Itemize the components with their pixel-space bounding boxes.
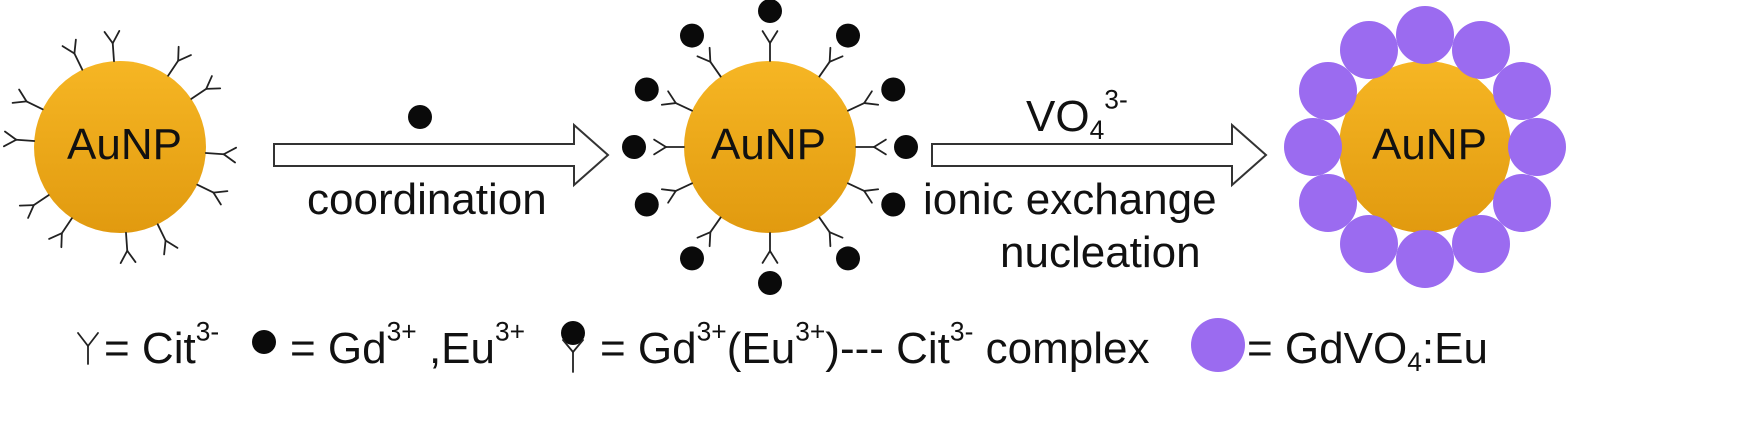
legend-complex-mid: (Eu <box>727 324 795 373</box>
core-label-1: AuNP <box>67 123 182 167</box>
gdvo4-shell-particle <box>1299 62 1357 120</box>
gd-eu-ion <box>881 192 905 216</box>
complex-ligand <box>856 140 886 155</box>
complex-ligand <box>819 217 842 246</box>
citrate-ligand <box>105 31 120 61</box>
gdvo4-shell-particle <box>1396 6 1454 64</box>
gdvo4-shell-particle <box>1340 21 1398 79</box>
gdvo4-shell-particle <box>1340 215 1398 273</box>
legend-gd-eq: = Gd <box>290 324 387 373</box>
legend-citrate-charge: 3- <box>196 317 219 347</box>
gdvo4-shell-particle <box>1299 174 1357 232</box>
gd-eu-ion <box>894 135 918 159</box>
gdvo4-shell-particle <box>1493 62 1551 120</box>
legend-gdvo4-eq: = GdVO <box>1247 324 1407 373</box>
complex-ligand <box>662 91 692 110</box>
legend-gd-eu-text: = Gd3+ ,Eu3+ <box>290 327 525 371</box>
core-label-3: AuNP <box>1372 123 1487 167</box>
legend-eu-text: ,Eu <box>417 324 495 373</box>
citrate-ligand <box>63 40 83 70</box>
gd-eu-ion <box>635 192 659 216</box>
citrate-ligand <box>121 233 136 263</box>
gdvo4-shell-particle <box>1396 230 1454 288</box>
citrate-ligand <box>206 148 236 163</box>
ionic-exchange-label: ionic exchange <box>923 178 1217 222</box>
legend-complex-symbol <box>561 321 585 372</box>
nucleation-label: nucleation <box>1000 231 1201 275</box>
legend-citrate-text: = Cit3- <box>104 327 219 371</box>
vanadate-label: VO43- <box>1026 95 1128 139</box>
gd-eu-ion <box>881 78 905 102</box>
complex-ligand <box>848 91 878 110</box>
coordination-label: coordination <box>307 178 547 222</box>
legend-complex-eq: = Gd <box>600 324 697 373</box>
legend-complex-text: = Gd3+(Eu3+)--- Cit3- complex <box>600 327 1149 371</box>
complex-ligand <box>654 140 684 155</box>
vanadate-formula: VO <box>1026 92 1090 141</box>
vanadate-subscript: 4 <box>1090 115 1105 145</box>
legend-citrate-symbol <box>78 333 98 364</box>
citrate-ligand <box>197 185 227 205</box>
vanadate-charge: 3- <box>1104 85 1127 115</box>
gdvo4-shell-particle <box>1493 174 1551 232</box>
gd-eu-ion <box>758 271 782 295</box>
citrate-ligand <box>168 47 191 76</box>
citrate-ligand <box>158 224 178 254</box>
legend-complex-end: complex <box>973 324 1149 373</box>
legend-complex-mid2: )--- Cit <box>825 324 950 373</box>
core-label-2: AuNP <box>711 123 826 167</box>
complex-ligand <box>763 233 778 263</box>
citrate-ligand <box>49 218 72 247</box>
complex-ligand <box>662 183 692 202</box>
gd-eu-ion <box>680 246 704 270</box>
gdvo4-shell-particle <box>1284 118 1342 176</box>
legend-eu-charge: 3+ <box>495 317 525 347</box>
legend-complex-gd-charge: 3+ <box>697 317 727 347</box>
gd-eu-ion <box>635 78 659 102</box>
gd-eu-ion <box>836 246 860 270</box>
legend-gd-charge: 3+ <box>387 317 417 347</box>
legend-complex-cit-charge: 3- <box>950 317 973 347</box>
citrate-ligand <box>20 195 49 218</box>
gd-eu-ion <box>622 135 646 159</box>
complex-ligand <box>697 48 720 77</box>
citrate-ligand <box>13 90 43 110</box>
complex-ligand <box>848 183 878 202</box>
legend-gdvo4-sub: 4 <box>1407 347 1422 377</box>
citrate-ligand <box>4 132 34 147</box>
legend-citrate-eq: = Cit <box>104 324 196 373</box>
legend-gd-eu-dot <box>252 330 276 354</box>
gd-eu-ion <box>836 24 860 48</box>
legend-gdvo4-circle <box>1191 318 1245 372</box>
legend-complex-eu-charge: 3+ <box>795 317 825 347</box>
gd-eu-ion <box>758 0 782 23</box>
complex-ligand <box>763 31 778 61</box>
gd-eu-reagent-dot <box>408 105 432 129</box>
gdvo4-shell-particle <box>1452 21 1510 79</box>
legend-gdvo4-text: = GdVO4:Eu <box>1247 327 1488 371</box>
gdvo4-shell-particle <box>1452 215 1510 273</box>
complex-ligand <box>697 217 720 246</box>
gdvo4-shell-particle <box>1508 118 1566 176</box>
complex-ligand <box>819 48 842 77</box>
gd-eu-ion <box>680 24 704 48</box>
legend-gdvo4-end: :Eu <box>1422 324 1488 373</box>
citrate-ligand <box>191 76 220 99</box>
